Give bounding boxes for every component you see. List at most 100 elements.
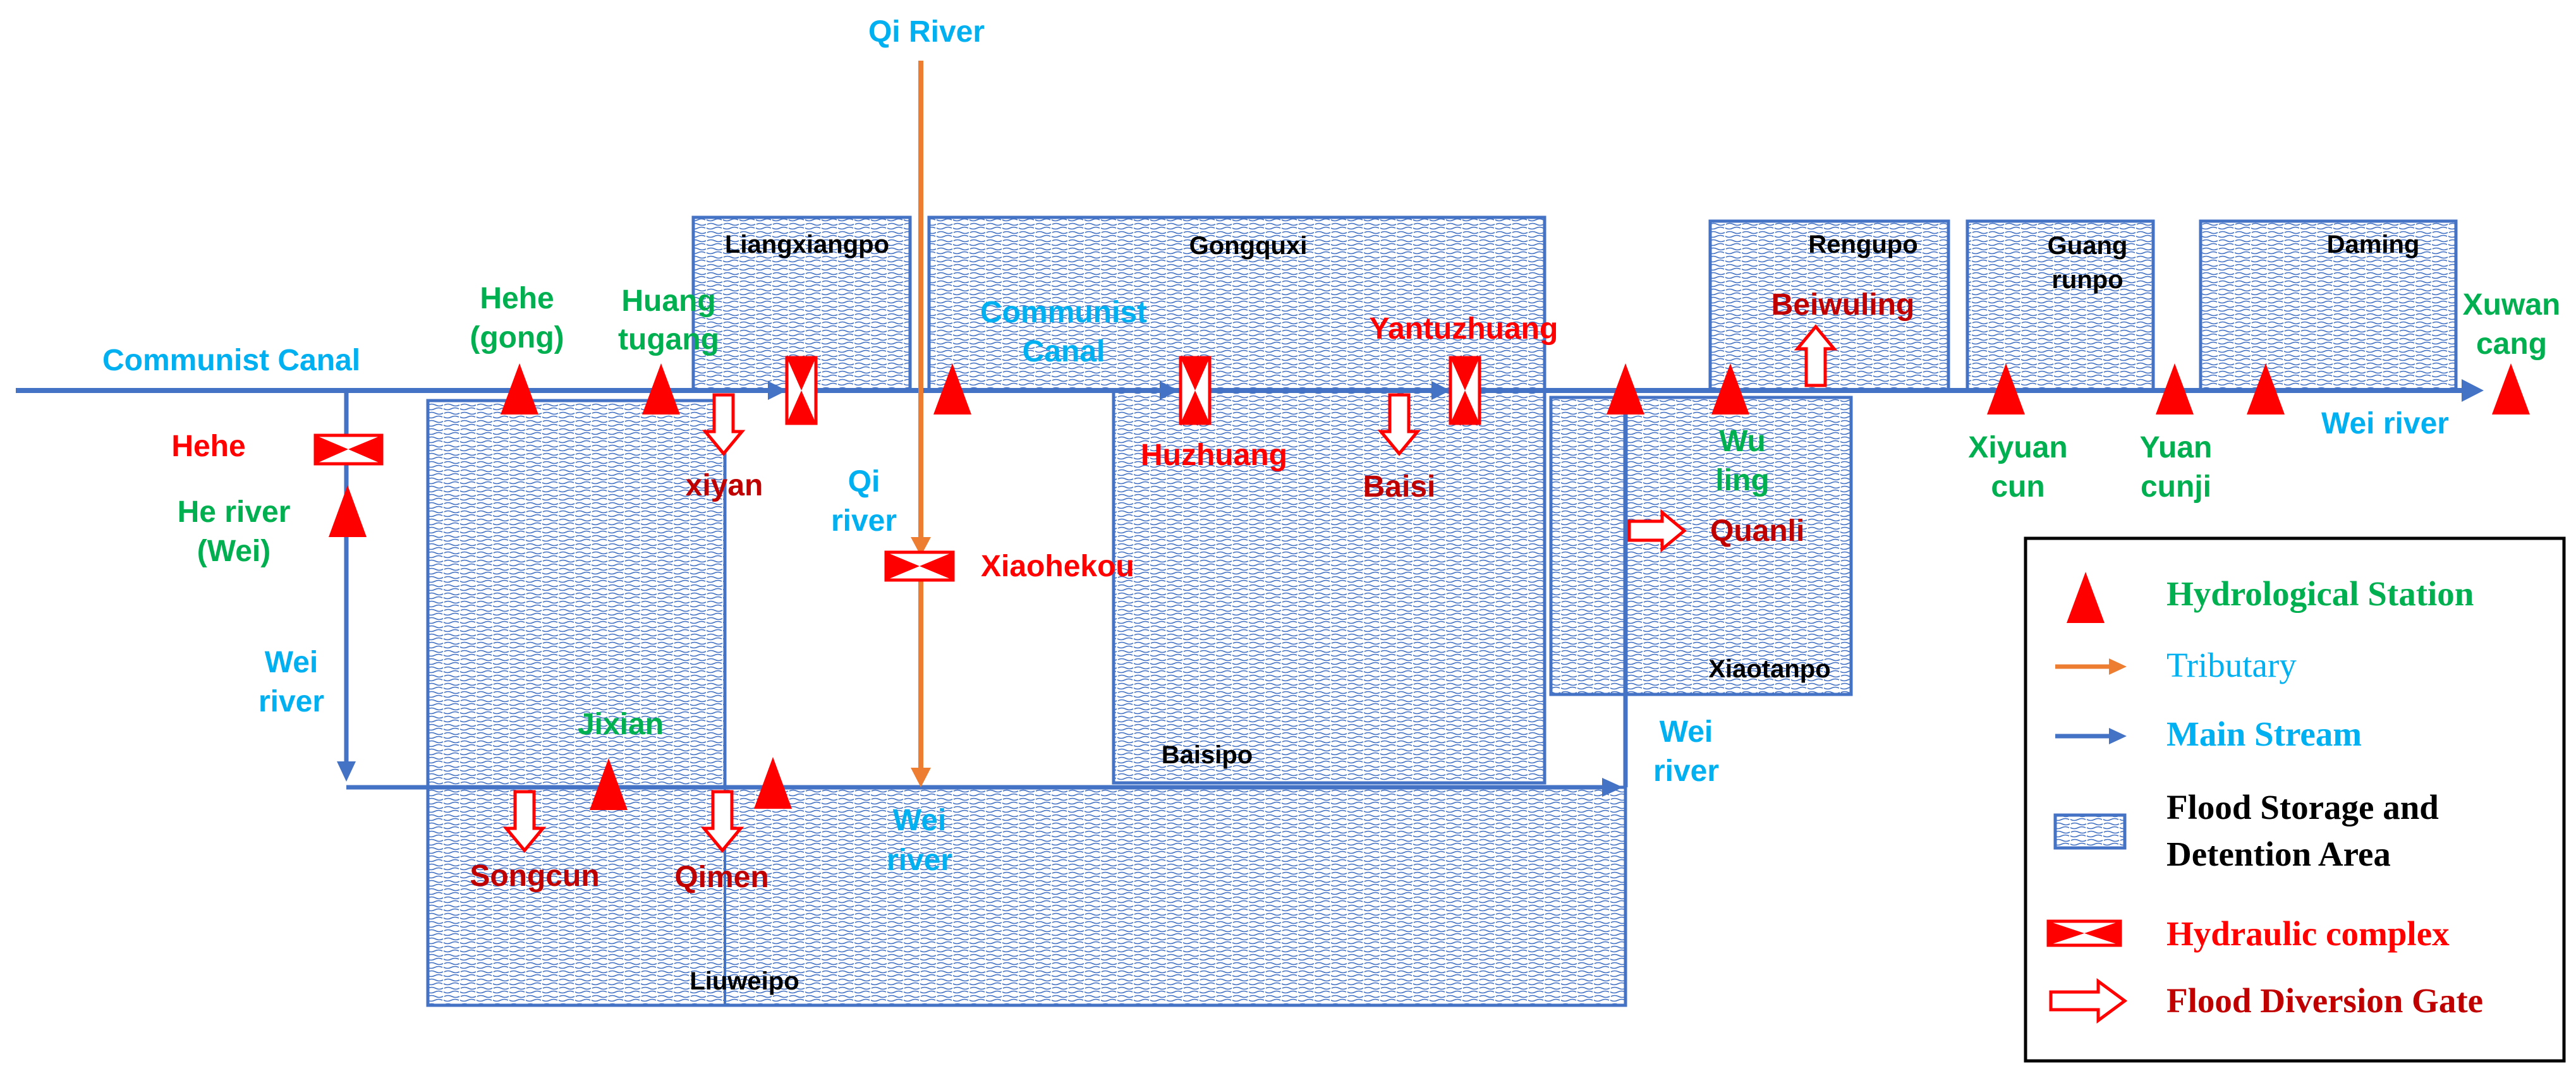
- area-liuweipo-lower: [426, 785, 1627, 1007]
- structure-labels: Hehe Xiaohekou Huzhuang Yantuzhuang: [171, 312, 1558, 583]
- label-quanli: Quanli: [1710, 514, 1804, 548]
- label-guangrunpo-2: runpo: [2051, 266, 2123, 294]
- wei-river-lower-arrowhead: [1602, 778, 1623, 797]
- label-xiyan: xiyan: [686, 469, 763, 502]
- station-yuancunji-icon: [2156, 363, 2194, 414]
- station-wei-river-icon: [1607, 363, 1644, 414]
- legend-flood-storage-icon: [2053, 813, 2127, 850]
- area-gongquxi: [927, 215, 1546, 393]
- label-liangxiangpo: Liangxiangpo: [725, 231, 889, 258]
- qi-river-arrowhead-2: [911, 768, 931, 787]
- station-qi-river-icon: [933, 363, 971, 414]
- label-wuling-2: ling: [1715, 464, 1769, 497]
- station-huangtugang-icon: [642, 363, 680, 414]
- label-baisi: Baisi: [1363, 470, 1436, 504]
- label-wei-river-left-1: Wei: [265, 646, 318, 679]
- label-wei-river-end: Wei river: [2321, 407, 2449, 440]
- legend-flood-diversion-gate-icon: [2049, 978, 2128, 1024]
- label-baisipo: Baisipo: [1162, 741, 1253, 769]
- label-huangtugang-2: tugang: [618, 323, 719, 356]
- legend: Hydrological Station Tributary Main Stre…: [2024, 536, 2566, 1063]
- qi-river-arrowhead-1: [911, 537, 931, 556]
- area-rengupo: [1708, 219, 1950, 393]
- hydraulic-complexes: [313, 356, 1481, 582]
- label-jixian: Jixian: [578, 708, 664, 741]
- label-xiyuancun-1: Xiyuan: [1968, 431, 2067, 464]
- label-wei-river-left-2: river: [258, 685, 324, 718]
- label-communist-canal-mid-2: Canal: [1023, 335, 1105, 368]
- he-river-arrowhead: [337, 761, 356, 782]
- label-qimen: Qimen: [674, 861, 769, 894]
- legend-main-stream-label: Main Stream: [2166, 715, 2362, 753]
- he-river-labels: He river (Wei): [178, 495, 291, 568]
- station-daming-icon: [2247, 363, 2285, 414]
- label-rengupo: Rengupo: [1808, 231, 1917, 258]
- main-stream-arrowhead-1: [768, 381, 787, 400]
- flood-storage-areas: [426, 215, 2458, 1007]
- legend-hydrological-station-label: Hydrological Station: [2166, 574, 2474, 613]
- station-xiyuancun-icon: [1987, 363, 2025, 414]
- label-xiaohekou: Xiaohekou: [981, 550, 1134, 583]
- legend-flood-diversion-gate-label: Flood Diversion Gate: [2166, 981, 2483, 1020]
- legend-tributary-icon: [2055, 658, 2127, 675]
- legend-hydraulic-complex-label: Hydraulic complex: [2166, 914, 2450, 953]
- area-labels: Liangxiangpo Gongquxi Rengupo Guang runp…: [690, 231, 2419, 995]
- legend-flood-storage-label-1: Flood Storage and: [2166, 788, 2439, 826]
- label-xiyuancun-2: cun: [1991, 470, 2044, 504]
- gate-baisi-arrow: [1377, 393, 1421, 456]
- label-wei-river-bottom-1: Wei: [893, 804, 946, 837]
- area-guangrunpo: [1965, 219, 2155, 393]
- label-songcun: Songcun: [470, 859, 599, 893]
- station-wuling-icon: [1711, 363, 1749, 414]
- label-qi-river-mid-2: river: [831, 504, 897, 538]
- label-yuancunji-2: cunji: [2141, 470, 2211, 504]
- label-xiaotanpo: Xiaotanpo: [1708, 655, 1830, 683]
- river-labels: Qi River Communist Canal Communist Canal…: [102, 15, 2449, 877]
- main-stream-arrowhead-2: [1160, 381, 1179, 400]
- hydraulic-complex-hehe-symbol: [313, 433, 384, 466]
- flood-diversion-gates: [502, 324, 1838, 853]
- label-daming: Daming: [2327, 231, 2420, 258]
- station-he-river-wei-icon: [329, 485, 367, 537]
- hydraulic-complex-yantuzhuang-symbol: [1449, 356, 1481, 425]
- label-hehe-structure: Hehe: [171, 430, 245, 463]
- label-hehe-gong-2: (gong): [470, 321, 564, 354]
- legend-tributary-label: Tributary: [2166, 646, 2297, 684]
- hydraulic-complex-liangxiangpo-gate-symbol: [785, 356, 818, 425]
- legend-box: [2024, 536, 2566, 1063]
- station-xuwancang-icon: [2492, 363, 2530, 414]
- label-qi-river-top: Qi River: [868, 15, 985, 49]
- label-guangrunpo-1: Guang: [2048, 232, 2128, 260]
- label-wei-river-right-2: river: [1653, 754, 1719, 788]
- rivers: [16, 61, 2484, 797]
- label-yuancunji-1: Yuan: [2140, 431, 2213, 464]
- area-liuweipo-upper: [426, 399, 727, 789]
- label-xuwancang-1: Xuwan: [2463, 288, 2561, 322]
- label-liuweipo: Liuweipo: [690, 967, 799, 995]
- label-huzhuang: Huzhuang: [1141, 439, 1287, 472]
- label-communist-canal-left: Communist Canal: [102, 344, 360, 377]
- hydraulic-complex-xiaohekou-symbol: [884, 550, 955, 582]
- station-labels: Hehe (gong) Huang tugang Jixian Wu ling …: [470, 282, 2560, 741]
- label-hehe-gong-1: Hehe: [480, 282, 554, 315]
- label-xuwancang-2: cang: [2476, 327, 2547, 361]
- gate-qimen-arrow: [700, 790, 744, 853]
- label-wei-river-bottom-2: river: [887, 844, 952, 877]
- main-stream-arrowhead-3: [1431, 381, 1450, 400]
- legend-main-stream-icon: [2055, 728, 2127, 744]
- label-qi-river-mid-1: Qi: [848, 465, 880, 499]
- label-beiwuling: Beiwuling: [1771, 288, 1915, 322]
- label-gongquxi: Gongquxi: [1189, 232, 1308, 260]
- label-huangtugang-1: Huang: [621, 284, 715, 318]
- gate-songcun-arrow: [502, 790, 547, 853]
- area-daming: [2199, 219, 2458, 393]
- gate-xiyan-arrow: [702, 393, 746, 456]
- station-hehe-gong-icon: [501, 363, 538, 414]
- hydraulic-complex-huzhuang-symbol: [1179, 356, 1212, 425]
- gate-beiwuling-arrow: [1794, 324, 1838, 387]
- hydrological-stations: [329, 363, 2530, 810]
- station-qimen-icon: [754, 757, 792, 809]
- label-wuling-1: Wu: [1719, 425, 1766, 458]
- label-he-river-2: (Wei): [197, 535, 270, 568]
